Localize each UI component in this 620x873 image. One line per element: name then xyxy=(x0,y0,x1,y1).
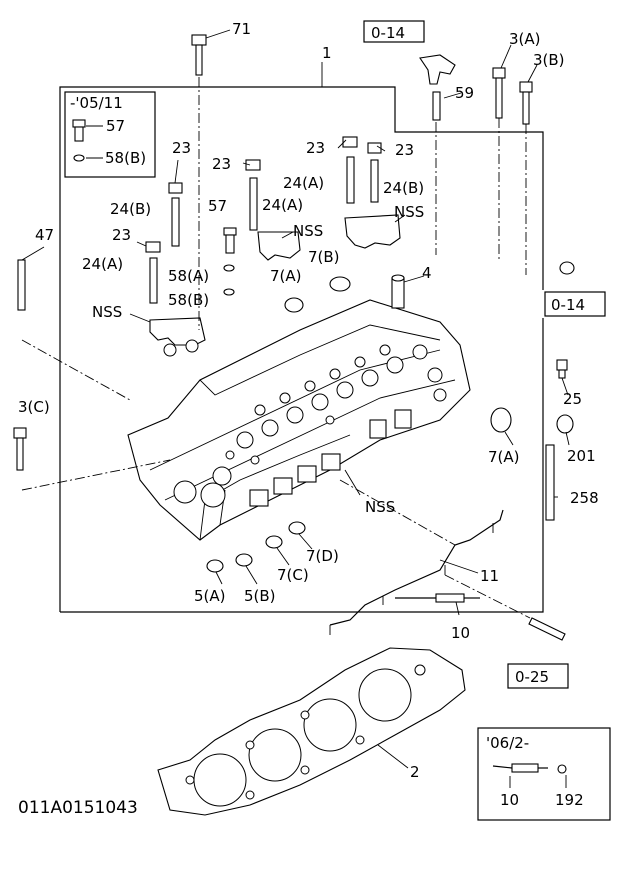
inset-label-58b: 58(B) xyxy=(105,149,146,167)
ref-box-0-14-top: 0-14 xyxy=(363,20,425,43)
label-7c: 7(C) xyxy=(277,566,309,584)
seal-5b xyxy=(235,553,253,567)
label-11: 11 xyxy=(480,567,499,585)
label-3a: 3(A) xyxy=(509,30,541,48)
sensor-bracket-icon xyxy=(419,54,456,85)
stud-24b-left xyxy=(168,182,183,247)
pin-59 xyxy=(432,91,441,121)
inset-early-title: -'05/11 xyxy=(70,94,123,112)
stud-24a-right xyxy=(342,136,358,204)
seal-7d xyxy=(288,521,306,535)
label-71: 71 xyxy=(232,20,251,38)
stud-24b-right xyxy=(367,142,382,203)
seal-5a xyxy=(206,559,224,573)
label-59: 59 xyxy=(455,84,474,102)
stud-24a-mid xyxy=(245,159,261,231)
stud-24a-left xyxy=(145,241,161,304)
plug-25 xyxy=(556,359,568,379)
label-7b-top: 7(B) xyxy=(308,248,340,266)
label-7a-side: 7(A) xyxy=(488,448,520,466)
cylinder-head-drawing xyxy=(127,299,471,541)
label-nss-cap-left: NSS xyxy=(92,303,122,321)
label-24a-left: 24(A) xyxy=(82,255,123,273)
label-24b-left: 24(B) xyxy=(110,200,151,218)
inset-late-label-192: 192 xyxy=(555,791,584,809)
ref-label-0-25: 0-25 xyxy=(515,668,549,686)
label-2: 2 xyxy=(410,763,420,781)
label-58b: 58(B) xyxy=(168,291,209,309)
seal-7c xyxy=(265,535,283,549)
harness-11 xyxy=(329,509,504,635)
seal-201 xyxy=(556,414,574,434)
ref-box-0-14-right: 0-14 xyxy=(544,291,606,317)
glow-plug-10 xyxy=(395,593,480,603)
ref-label-0-14-top: 0-14 xyxy=(371,24,405,42)
ref-box-0-25: 0-25 xyxy=(507,663,569,689)
label-5a: 5(A) xyxy=(194,587,226,605)
bolt-57 xyxy=(223,227,237,254)
label-24a-mid: 24(A) xyxy=(262,196,303,214)
inset-late-title: '06/2- xyxy=(486,734,529,752)
label-1: 1 xyxy=(322,44,332,62)
inset-early-model: -'05/11 57 58(B) xyxy=(64,91,156,178)
label-25: 25 xyxy=(563,390,582,408)
label-47: 47 xyxy=(35,226,54,244)
label-57: 57 xyxy=(208,197,227,215)
label-58a: 58(A) xyxy=(168,267,209,285)
label-4: 4 xyxy=(422,264,432,282)
head-gasket xyxy=(157,647,466,816)
seal-7a-top xyxy=(284,297,304,313)
bolt-3a xyxy=(492,67,506,119)
leader-lines xyxy=(21,44,570,616)
label-nss-cap-right: NSS xyxy=(394,203,424,221)
label-nss-cap-mid: NSS xyxy=(293,222,323,240)
plug-4 xyxy=(391,274,405,309)
label-3b: 3(B) xyxy=(533,51,565,69)
plug-7a-side xyxy=(490,407,512,433)
seal-7b-top xyxy=(329,276,351,292)
label-258: 258 xyxy=(570,489,599,507)
bearing-cap-mid xyxy=(257,231,301,261)
inset-late-label-10: 10 xyxy=(500,791,519,809)
inset-late-model: '06/2- 10 192 xyxy=(477,727,611,821)
label-23-left: 23 xyxy=(112,226,131,244)
label-24a-top: 24(A) xyxy=(283,174,324,192)
label-nss-head: NSS xyxy=(365,498,395,516)
label-3c: 3(C) xyxy=(18,398,50,416)
label-23-top-right: 23 xyxy=(395,141,414,159)
label-201: 201 xyxy=(567,447,596,465)
label-23-top-left: 23 xyxy=(306,139,325,157)
label-7d: 7(D) xyxy=(306,547,339,565)
ring-0-14 xyxy=(559,261,575,275)
diagram-footer-code: 011A0151043 xyxy=(18,798,138,818)
bolt-3c xyxy=(13,427,27,471)
assembly-frame xyxy=(59,62,544,613)
bolt-71 xyxy=(191,34,207,76)
seal-ring-icon xyxy=(73,154,85,162)
ref-label-0-14-right: 0-14 xyxy=(551,296,585,314)
bearing-cap-left xyxy=(149,317,206,357)
stud-258 xyxy=(545,444,555,521)
stud-47 xyxy=(17,259,26,311)
label-23-mid: 23 xyxy=(172,139,191,157)
inset-label-57: 57 xyxy=(106,117,125,135)
label-24b-top: 24(B) xyxy=(383,179,424,197)
bolt-57-icon xyxy=(72,119,86,142)
label-7a-top: 7(A) xyxy=(270,267,302,285)
label-10: 10 xyxy=(451,624,470,642)
bearing-cap-right xyxy=(344,214,401,249)
label-5b: 5(B) xyxy=(244,587,276,605)
bolt-3b xyxy=(519,81,533,125)
label-23-center: 23 xyxy=(212,155,231,173)
injector-0-25 xyxy=(528,617,566,641)
